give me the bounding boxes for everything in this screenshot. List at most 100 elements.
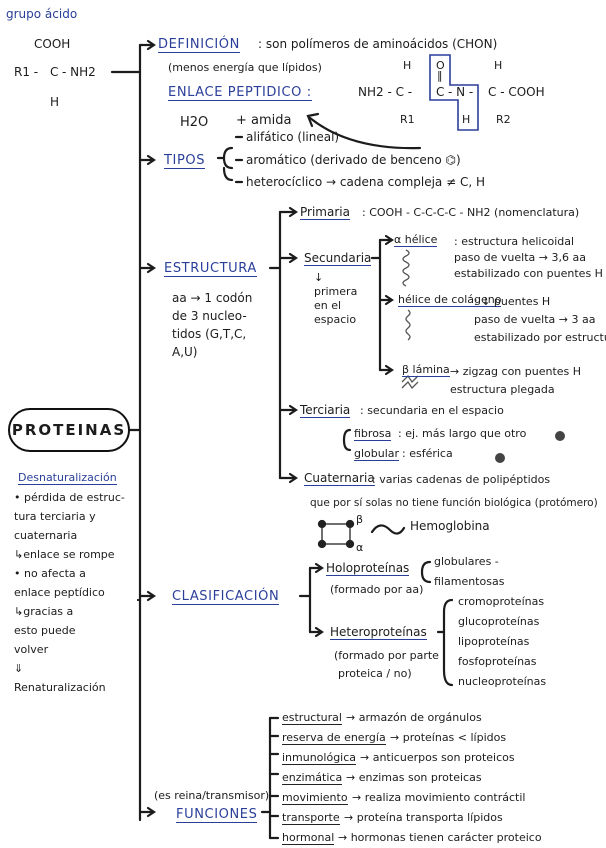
aa-left: R1 -: [14, 65, 39, 79]
globular-text: : esférica: [402, 447, 453, 460]
formula-nh2: NH2 - C -: [358, 85, 413, 99]
denaturation-line-1: • pérdida de estruc-: [14, 491, 125, 504]
denaturation-line-4: ↳enlace se rompe: [14, 548, 115, 561]
function-label-3: inmunológica: [282, 751, 357, 765]
hetero-item-1: cromoproteínas: [458, 595, 545, 608]
hetero-item-4: fosfoproteínas: [458, 655, 537, 668]
secondary-note-line-3: en el: [314, 299, 342, 312]
type-item-2: aromático (derivado de benceno ⌬): [246, 153, 461, 167]
collagen-line-1: : ↓ puentes H: [474, 295, 551, 308]
functions-heading: FUNCIONES: [176, 807, 258, 823]
function-text-2: → proteínas < lípidos: [390, 731, 507, 744]
types-heading: TIPOS: [164, 153, 206, 169]
denaturation-line-9: volver: [14, 643, 49, 656]
function-label-7: hormonal: [282, 831, 335, 845]
primary-label: Primaria: [300, 205, 350, 220]
water-label: H2O: [180, 115, 209, 130]
alpha-line-1: : estructura helicoidal: [454, 235, 575, 248]
amide-label: + amida: [236, 113, 292, 128]
definition-note: (menos energía que lípidos): [168, 61, 322, 74]
denaturation-line-10: ⇓: [14, 662, 24, 675]
formula-r1: R1: [400, 113, 415, 126]
function-label-5: movimiento: [282, 791, 348, 805]
beta-line-2: estructura plegada: [450, 383, 555, 396]
quaternary-text-1: : varias cadenas de polipéptidos: [372, 473, 551, 486]
fibrous-text: : ej. más largo que otro: [398, 427, 527, 440]
peptide-bond-heading: ENLACE PEPTIDICO :: [168, 85, 312, 101]
central-topic-label: PROTEINAS: [11, 421, 127, 439]
collagen-line-3: estabilizado por estructura: [474, 331, 606, 344]
functions-note: (es reina/transmisor): [154, 789, 270, 802]
beta-sheet-label: β lámina: [402, 363, 450, 377]
type-item-1: alifático (lineal): [246, 130, 340, 144]
function-label-2: reserva de energía: [282, 731, 386, 745]
denaturation-line-7: ↳gracias a: [14, 605, 74, 618]
quaternary-text-2: que por sí solas no tiene función biológ…: [310, 497, 598, 509]
hetero-note-2: proteica / no): [338, 667, 412, 680]
denaturation-line-3: cuaternaria: [14, 529, 78, 542]
formula-c: C: [436, 85, 445, 99]
function-label-6: transporte: [282, 811, 340, 825]
hemo-alpha: α: [356, 541, 364, 554]
definition-heading: DEFINICIÓN: [158, 37, 240, 53]
quaternary-label: Cuaternaria: [304, 471, 375, 486]
alpha-line-3: estabilizado con puentes H: [454, 267, 603, 280]
formula-r2: R2: [496, 113, 511, 126]
hetero-item-3: lipoproteínas: [458, 635, 530, 648]
heteroproteins-label: Heteroproteínas: [330, 625, 427, 640]
formula-cooh: C - COOH: [488, 85, 545, 99]
holo-item-1: globulares -: [434, 555, 499, 568]
fibrous-label: fibrosa: [354, 427, 392, 441]
denaturation-line-8: esto puede: [14, 624, 76, 637]
structure-heading: ESTRUCTURA: [164, 261, 257, 277]
formula-double-bond: ‖: [437, 69, 443, 82]
beta-line-1: → zigzag con puentes H: [450, 365, 582, 378]
holo-item-2: filamentosas: [434, 575, 505, 588]
formula-o: O: [436, 59, 445, 72]
holoproteins-label: Holoproteínas: [326, 561, 410, 576]
globular-label: globular: [354, 447, 400, 461]
type-item-3: heterocíclico → cadena compleja ≠ C, H: [246, 175, 485, 189]
aa-hydrogen: H: [50, 95, 60, 109]
formula-h2: H: [494, 59, 503, 72]
definition-text: : son polímeros de aminoácidos (CHON): [258, 37, 498, 51]
secondary-note-line-4: espacio: [314, 313, 357, 326]
aa-right: - NH2: [62, 65, 96, 79]
formula-n: - N -: [448, 85, 474, 99]
secondary-note-line-1: ↓: [314, 271, 324, 284]
formula-h1: H: [403, 59, 412, 72]
function-text-6: → proteína transporta lípidos: [344, 811, 503, 824]
function-text-5: → realiza movimiento contráctil: [352, 791, 526, 804]
collagen-label: hélice de colágeno: [398, 293, 502, 307]
hetero-item-2: glucoproteínas: [458, 615, 540, 628]
function-text-3: → anticuerpos son proteicos: [360, 751, 515, 764]
secondary-note-line-2: primera: [314, 285, 358, 298]
function-label-1: estructural: [282, 711, 342, 725]
function-label-4: enzimática: [282, 771, 343, 785]
hemoglobin-label: Hemoglobina: [410, 519, 490, 533]
denaturation-line-6: enlace peptídico: [14, 586, 105, 599]
codon-line-1: aa → 1 codón: [172, 291, 253, 305]
function-text-1: → armazón de orgánulos: [346, 711, 482, 724]
secondary-label: Secundaria: [304, 251, 372, 266]
hetero-item-5: nucleoproteínas: [458, 675, 547, 688]
acid-group-label: grupo ácido: [6, 7, 78, 21]
codon-line-4: A,U): [172, 345, 198, 359]
aa-carbon: C: [50, 65, 59, 79]
denaturation-title: Desnaturalización: [18, 471, 117, 485]
hetero-note-1: (formado por parte: [334, 649, 439, 662]
holoproteins-note: (formado por aa): [330, 583, 424, 596]
aa-cooh: COOH: [34, 37, 71, 51]
alpha-line-2: paso de vuelta → 3,6 aa: [454, 251, 586, 264]
denaturation-line-5: • no afecta a: [14, 567, 86, 580]
denaturation-line-2: tura terciaria y: [14, 510, 96, 523]
formula-h-mid: H: [462, 113, 471, 126]
codon-line-2: de 3 nucleo-: [172, 309, 247, 323]
hemo-beta: β: [356, 513, 364, 526]
primary-text: : COOH - C-C-C-C - NH2 (nomenclatura): [362, 206, 580, 219]
denaturation-line-11: Renaturalización: [14, 681, 106, 694]
tertiary-label: Terciaria: [300, 403, 351, 418]
codon-line-3: tidos (G,T,C,: [172, 327, 247, 341]
function-text-4: → enzimas son proteicas: [346, 771, 482, 784]
